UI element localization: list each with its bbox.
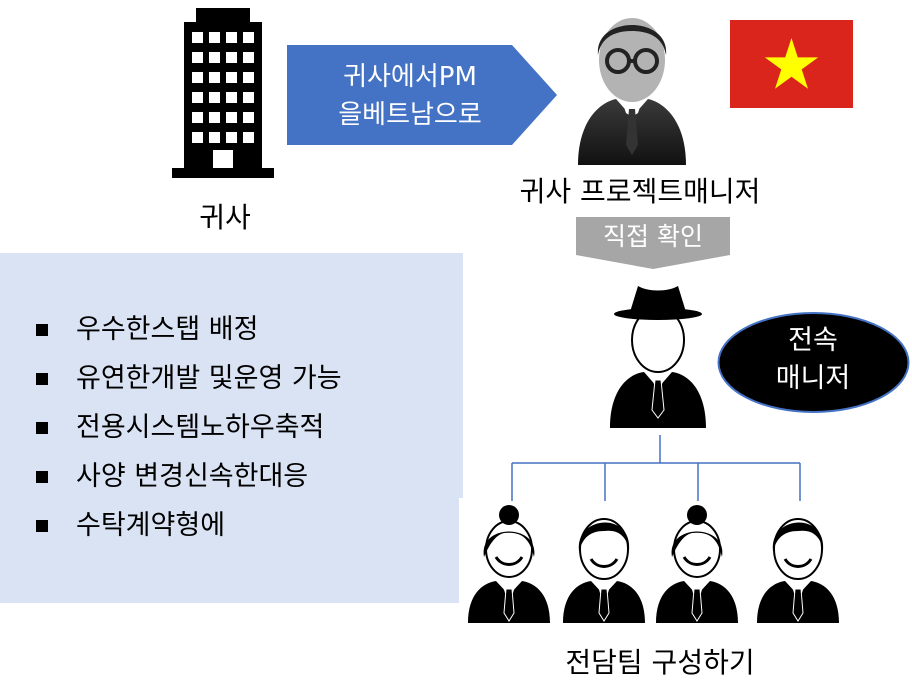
- benefit-list: 우수한스탭 배정 유연한개발 및운영 가능 전용시스템노하우축적 사양 변경신속…: [36, 305, 342, 550]
- benefit-item: 사양 변경신속한대응: [36, 452, 342, 501]
- benefit-item: 유연한개발 및운영 가능: [36, 354, 342, 403]
- badge-line2: 매니저: [775, 363, 851, 394]
- dedicated-manager-badge-text: 전속 매니저: [718, 322, 908, 398]
- team-member-female-icon: [656, 505, 738, 623]
- team-member-male-icon: [757, 518, 839, 623]
- office-building-icon: [172, 8, 274, 178]
- benefit-item: 전용시스템노하우축적: [36, 403, 342, 452]
- benefit-item: 우수한스탭 배정: [36, 305, 342, 354]
- square-bullet-icon: [36, 372, 48, 385]
- badge-line1: 전속: [788, 325, 838, 356]
- vietnam-flag-icon: [730, 20, 853, 108]
- confirm-arrow-label: 직접 확인: [603, 222, 703, 251]
- project-manager-icon: [578, 18, 686, 165]
- benefit-item: 수탁계약형에: [36, 501, 342, 550]
- transfer-arrow-line2: 을베트남으로: [338, 100, 482, 130]
- square-bullet-icon: [36, 519, 48, 532]
- square-bullet-icon: [36, 323, 48, 336]
- project-manager-label: 귀사 프로젝트매니저: [519, 175, 761, 208]
- square-bullet-icon: [36, 470, 48, 483]
- transfer-arrow-text: 귀사에서PM 을베트남으로: [290, 58, 530, 134]
- team-label: 전담팀 구성하기: [565, 646, 755, 679]
- team-member-male-icon: [563, 518, 645, 623]
- team-member-female-icon: [468, 505, 550, 623]
- company-label: 귀사: [199, 201, 251, 234]
- transfer-arrow-line1: 귀사에서PM: [343, 62, 477, 92]
- square-bullet-icon: [36, 421, 48, 434]
- org-chart-connectors: [511, 435, 801, 501]
- confirm-arrow: [576, 217, 730, 269]
- dedicated-manager-icon: [610, 286, 706, 428]
- dedicated-manager-badge: [717, 312, 910, 413]
- transfer-arrow: [287, 45, 557, 145]
- benefit-panel: 우수한스탭 배정 유연한개발 및운영 가능 전용시스템노하우축적 사양 변경신속…: [0, 253, 463, 603]
